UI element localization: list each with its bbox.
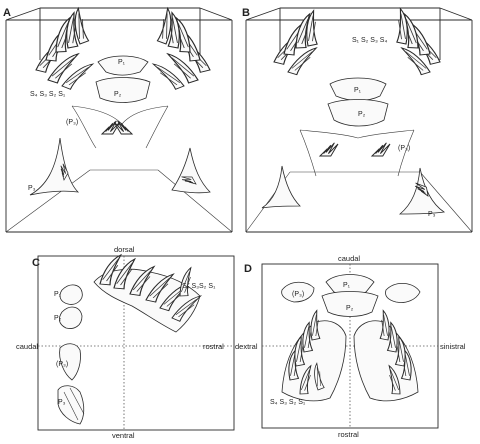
panel-d-axis-bottom: rostral (338, 430, 359, 439)
panel-a-p3-mid-outline (72, 106, 168, 148)
panel-b-label-p3-right: P₃ (428, 211, 436, 218)
panel-d-plate-p3-mid-right (385, 283, 420, 302)
panel-c-plate-p2 (59, 307, 82, 328)
panel-a-label-p1: P₁ (118, 59, 126, 66)
panel-a-right-fan (143, 8, 215, 89)
panel-d-letter: D (244, 263, 252, 275)
panel-c-label-p1: P₁ (54, 291, 62, 298)
panel-c-tooth-mass (90, 255, 205, 332)
panel-d-left-tooth-mass (273, 311, 346, 401)
panel-d-axis-right: sinistral (440, 342, 466, 351)
panel-d-axis-top: caudal (338, 254, 360, 263)
panel-d-label-s-row: S₄ S₃ S₂ S₁ (270, 399, 306, 406)
panel-b-label-p1: P₁ (354, 87, 362, 94)
panel-a-p3-right (172, 148, 210, 193)
panel-c-plate-p1 (60, 285, 82, 304)
panel-a-label-s-row: S₄ S₃ S₂ S₁ (30, 91, 66, 98)
panel-a-left-fan (31, 8, 103, 89)
panel-c: C dorsal ventral caudal rostral P₁ P₂ (P… (16, 245, 234, 439)
panel-d-label-p2: P₂ (346, 305, 354, 312)
panel-b-letter: B (242, 7, 250, 19)
panel-b: B S₁ S₂ S₃ S₄ P₁ P₂ (P₃) P₃ (242, 7, 472, 232)
panel-c-axis-right: rostral (203, 342, 224, 351)
panel-c-letter: C (32, 257, 40, 269)
panel-a-label-p3-left: P₃ (28, 185, 36, 192)
panel-a-box (6, 8, 232, 232)
panel-d-right-tooth-mass (354, 311, 427, 401)
panel-c-label-s-list: S₄ S₃S₂ S₁ (182, 283, 216, 290)
panel-b-label-p3-mid: (P₃) (398, 145, 410, 152)
panel-c-label-p2: P₂ (54, 315, 62, 322)
panel-d: D caudal rostral dextral sinistral (235, 254, 466, 439)
panel-b-right-fan (380, 9, 446, 76)
panel-d-label-p3-mid: (P₃) (292, 291, 304, 298)
panel-b-p3-mid-outline (300, 130, 414, 176)
panel-b-label-p2: P₂ (358, 111, 366, 118)
panel-d-axis-left: dextral (235, 342, 258, 351)
panel-a: A (3, 7, 232, 232)
panel-c-axis-bottom: ventral (112, 431, 135, 439)
panel-a-plate-p2 (96, 78, 150, 103)
panel-c-label-p3: P₃ (58, 399, 66, 406)
panel-a-letter: A (3, 7, 11, 19)
panel-c-label-p3-mid: (P₃) (56, 361, 68, 368)
panel-c-axis-top: dorsal (114, 245, 135, 254)
panel-a-label-p3-mid: (P₃) (66, 119, 78, 126)
panel-a-label-p2: P₂ (114, 91, 122, 98)
panel-d-label-p1: P₁ (343, 282, 351, 289)
panel-d-plate-p2 (322, 292, 378, 317)
panel-a-p3-left (30, 138, 78, 195)
panel-c-axis-left: caudal (16, 342, 38, 351)
panel-b-label-s-row: S₁ S₂ S₃ S₄ (352, 37, 387, 44)
